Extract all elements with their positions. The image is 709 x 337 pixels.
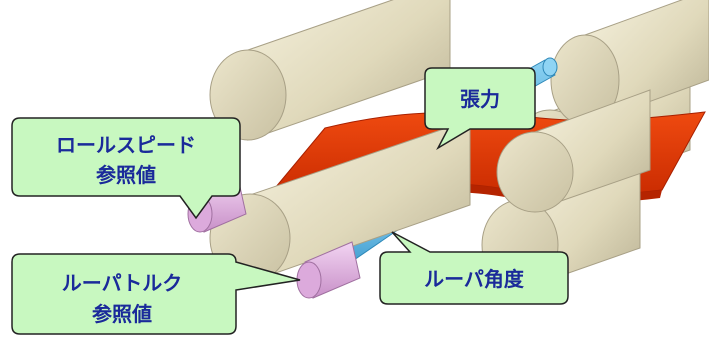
roll-speed-ref-line1: ロールスピード xyxy=(56,133,196,157)
right-stand-top-roll xyxy=(496,89,651,213)
looper-torque-ref-line1: ルーパトルク xyxy=(62,271,182,295)
tension-label: 張力 xyxy=(460,87,500,111)
callout-roll-speed-ref: ロールスピード 参照値 xyxy=(11,117,241,220)
looper-torque-ref-line2: 参照値 xyxy=(92,302,152,326)
callout-looper-angle: ルーパ角度 xyxy=(379,231,569,305)
right-stand-back-roll xyxy=(550,0,709,126)
looper-angle-label: ルーパ角度 xyxy=(424,267,525,291)
callout-looper-torque-ref: ルーパトルク 参照値 xyxy=(11,253,301,335)
roll-speed-ref-line2: 参照値 xyxy=(96,163,156,187)
callout-tension: 張力 xyxy=(424,67,536,151)
